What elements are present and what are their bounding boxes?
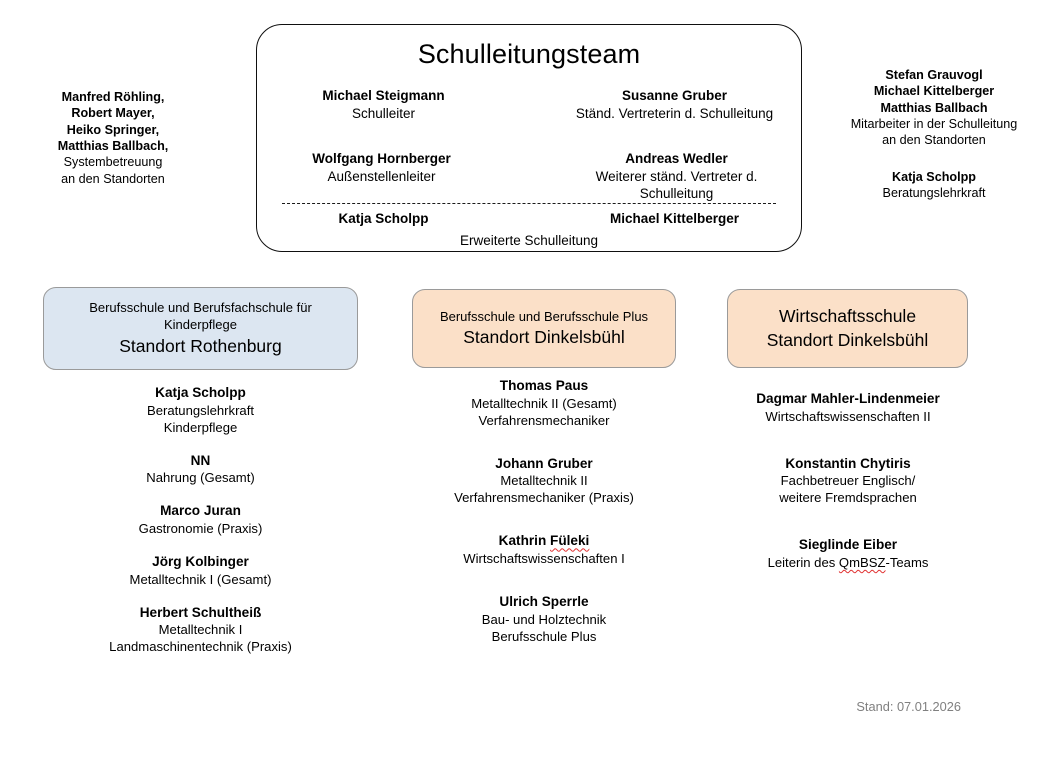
extended-leadership-row: Katja Scholpp Michael Kittelberger (257, 210, 801, 228)
staff-name: Johann Gruber (495, 455, 593, 471)
side-left-name-2: Heiko Springer, (66, 122, 160, 137)
staff-entry: Katja Scholpp Beratungslehrkraft Kinderp… (68, 384, 333, 436)
leader-role: Ständ. Vertreterin d. Schulleitung (575, 105, 774, 121)
staff-name: Ulrich Sperrle (499, 594, 589, 610)
side-note-left: Manfred Röhling, Robert Mayer, Heiko Spr… (18, 89, 208, 187)
side-right-name-2: Matthias Ballbach (880, 100, 988, 115)
side-right-extra-name: Katja Scholpp (892, 169, 976, 184)
leader-gruber: Susanne Gruber Ständ. Vertreterin d. Sch… (538, 87, 795, 122)
extended-leadership-caption: Erweiterte Schulleitung (459, 233, 599, 248)
staff-entry: NN Nahrung (Gesamt) (68, 452, 333, 487)
extended-member-name: Michael Kittelberger (609, 211, 740, 226)
page-title: Schulleitungsteam (417, 39, 641, 69)
staff-name: Konstantin Chytiris (785, 455, 911, 471)
staff-entry: Sieglinde Eiber Leiterin des QmBSZ-Teams (718, 536, 978, 571)
staff-role: Gastronomie (Praxis) (138, 521, 263, 537)
department-subtitle-line-1: Berufsschule und Berufsschule Plus (439, 308, 649, 324)
staff-entry: Ulrich Sperrle Bau- und Holztechnik Beru… (428, 593, 660, 645)
leader-wedler: Andreas Wedler Weiterer ständ. Vertreter… (540, 150, 795, 203)
staff-name: Dagmar Mahler-Lindenmeier (756, 391, 940, 406)
staff-role: Metalltechnik I (Gesamt) (129, 571, 272, 587)
side-right-role-line-1: Mitarbeiter in der Schulleitung (850, 117, 1018, 132)
staff-entry: Herbert Schultheiß Metalltechnik I Landm… (68, 604, 333, 656)
side-right-extra-role: Beratungslehrkraft (882, 186, 986, 201)
side-left-name-3: Matthias Ballbach, (57, 139, 169, 154)
staff-role: Metalltechnik II (Gesamt) (471, 395, 617, 411)
staff-name: Marco Juran (160, 503, 241, 519)
side-right-role-line-2: an den Standorten (882, 133, 986, 148)
staff-role: Verfahrensmechaniker (478, 412, 610, 428)
department-subtitle-line-1: Wirtschaftsschule (778, 306, 917, 327)
side-left-name-0: Manfred Röhling, (61, 90, 165, 104)
side-left-name-1: Robert Mayer, (71, 106, 155, 121)
extended-member-name: Katja Scholpp (338, 211, 429, 226)
staff-role: Berufsschule Plus (491, 628, 597, 644)
staff-role: Verfahrensmechaniker (Praxis) (454, 490, 634, 506)
side-left-role-line-2: an den Standorten (61, 171, 165, 186)
side-right-name-1: Michael Kittelberger (873, 84, 995, 99)
department-title: Standort Rothenburg (119, 335, 282, 356)
staff-role: Wirtschaftswissenschaften I (463, 551, 625, 567)
side-note-right: Stefan Grauvogl Michael Kittelberger Mat… (836, 67, 1032, 202)
staff-role: Fachbetreuer Englisch/ (780, 473, 916, 489)
staff-entry: Kathrin Füleki Wirtschaftswissenschaften… (428, 532, 660, 567)
staff-role: Beratungslehrkraft (147, 402, 254, 418)
leader-hornberger: Wolfgang Hornberger Außenstellenleiter (263, 150, 540, 203)
department-box-rothenburg: Berufsschule und Berufsfachschule für Ki… (43, 287, 358, 370)
leadership-row-2: Wolfgang Hornberger Außenstellenleiter A… (257, 150, 801, 203)
staff-entry: Marco Juran Gastronomie (Praxis) (68, 502, 333, 537)
department-box-dinkelsbuehl-berufsschule: Berufsschule und Berufsschule Plus Stand… (412, 289, 676, 368)
leader-steigmann: Michael Steigmann Schulleiter (263, 87, 538, 122)
staff-role: Kinderpflege (163, 419, 238, 435)
staff-name: NN (190, 452, 211, 468)
staff-entry: Johann Gruber Metalltechnik II Verfahren… (428, 455, 660, 507)
staff-role: Bau- und Holztechnik (481, 611, 607, 627)
side-right-name-0: Stefan Grauvogl (885, 68, 983, 82)
staff-entry: Konstantin Chytiris Fachbetreuer Englisc… (718, 455, 978, 507)
extended-member-scholpp: Katja Scholpp (263, 210, 532, 228)
leader-name: Susanne Gruber (621, 88, 728, 103)
leader-name: Michael Steigmann (322, 88, 445, 103)
leader-name: Wolfgang Hornberger (312, 151, 451, 166)
staff-name: Thomas Paus (499, 378, 589, 393)
staff-name: Jörg Kolbinger (152, 554, 249, 570)
side-left-role-line-1: Systembetreuung (63, 155, 163, 170)
staff-role: Landmaschinentechnik (Praxis) (109, 639, 292, 655)
staff-role: Metalltechnik I (158, 622, 243, 638)
dashed-divider (282, 203, 776, 204)
misspelled-word: Füleki (550, 533, 590, 549)
schulleitungsteam-box: Schulleitungsteam Michael Steigmann Schu… (256, 24, 802, 252)
staff-name: Sieglinde Eiber (798, 537, 898, 553)
leader-role: Schulleiter (351, 105, 416, 121)
staff-entry: Thomas Paus Metalltechnik II (Gesamt) Ve… (428, 377, 660, 429)
department-subtitle-line-2: Kinderpflege (164, 317, 237, 333)
staff-name: Herbert Schultheiß (139, 604, 262, 620)
staff-role: Leiterin des QmBSZ-Teams (767, 555, 929, 571)
extended-member-kittelberger: Michael Kittelberger (532, 210, 795, 228)
department-subtitle-line-1: Berufsschule und Berufsfachschule für (89, 300, 312, 316)
staff-entry: Dagmar Mahler-Lindenmeier Wirtschaftswis… (718, 390, 978, 425)
staff-column-wirtschaftsschule: Dagmar Mahler-Lindenmeier Wirtschaftswis… (718, 390, 978, 601)
misspelled-word: QmBSZ (838, 555, 886, 571)
department-title: Standort Dinkelsbühl (463, 327, 625, 348)
staff-role: Wirtschaftswissenschaften II (765, 408, 931, 424)
leadership-row-1: Michael Steigmann Schulleiter Susanne Gr… (257, 87, 801, 122)
leader-role: Weiterer ständ. Vertreter d. Schulleitun… (595, 168, 758, 202)
staff-name: Katja Scholpp (155, 385, 246, 400)
staff-entry: Jörg Kolbinger Metalltechnik I (Gesamt) (68, 553, 333, 588)
staff-column-dinkelsbuehl-berufsschule: Thomas Paus Metalltechnik II (Gesamt) Ve… (428, 377, 660, 671)
staff-role: Metalltechnik II (500, 473, 588, 489)
staff-role: weitere Fremdsprachen (779, 490, 917, 506)
department-box-wirtschaftsschule: Wirtschaftsschule Standort Dinkelsbühl (727, 289, 968, 368)
leader-name: Andreas Wedler (625, 151, 728, 166)
staff-role: Nahrung (Gesamt) (146, 470, 255, 486)
staff-column-rothenburg: Katja Scholpp Beratungslehrkraft Kinderp… (68, 384, 333, 671)
side-right-spacer (836, 149, 1032, 169)
date-stamp: Stand: 07.01.2026 (856, 699, 961, 714)
staff-name: Kathrin Füleki (498, 533, 590, 549)
department-title: Standort Dinkelsbühl (766, 329, 929, 350)
leader-role: Außenstellenleiter (327, 168, 436, 184)
